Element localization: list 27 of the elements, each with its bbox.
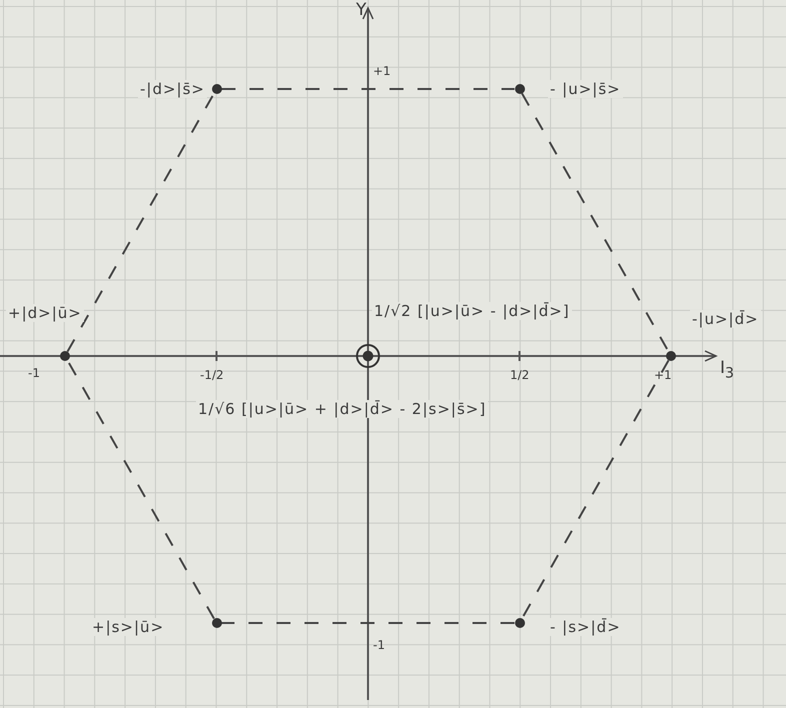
axis-label: Y <box>356 0 366 20</box>
dot <box>666 351 676 361</box>
circled-dot <box>356 344 380 368</box>
dot <box>60 351 70 361</box>
dashed-line <box>222 88 514 90</box>
dashed-line <box>66 92 215 352</box>
tick-label: +1 <box>654 368 672 382</box>
state-label: 1/√6 [|u>|ū> + |d>|d̄> - 2|s>|s̄>] <box>196 400 488 418</box>
tick-label: -1 <box>28 366 40 380</box>
dashed-line <box>521 360 670 620</box>
dot <box>514 84 524 94</box>
state-label: 1/√2 [|u>|ū> - |d>|d̄>] <box>372 302 572 320</box>
state-label: - |u>|s̄> <box>548 80 623 98</box>
tick-label: +1 <box>373 64 391 78</box>
dashed-line <box>521 92 670 352</box>
dot <box>514 618 524 628</box>
dashed-line <box>222 622 514 624</box>
tick-label: -1 <box>373 638 385 652</box>
dot <box>212 618 222 628</box>
dot <box>212 84 222 94</box>
tick-label: 1/2 <box>510 368 530 382</box>
state-label: -|d>|s̄> <box>138 80 207 98</box>
state-label: +|d>|ū> <box>6 304 84 322</box>
state-label: -|u>|d̄> <box>690 310 761 328</box>
axis-label: I$_{3}$ <box>720 358 734 382</box>
dashed-line <box>66 360 215 620</box>
tick-label: -1/2 <box>200 368 224 382</box>
